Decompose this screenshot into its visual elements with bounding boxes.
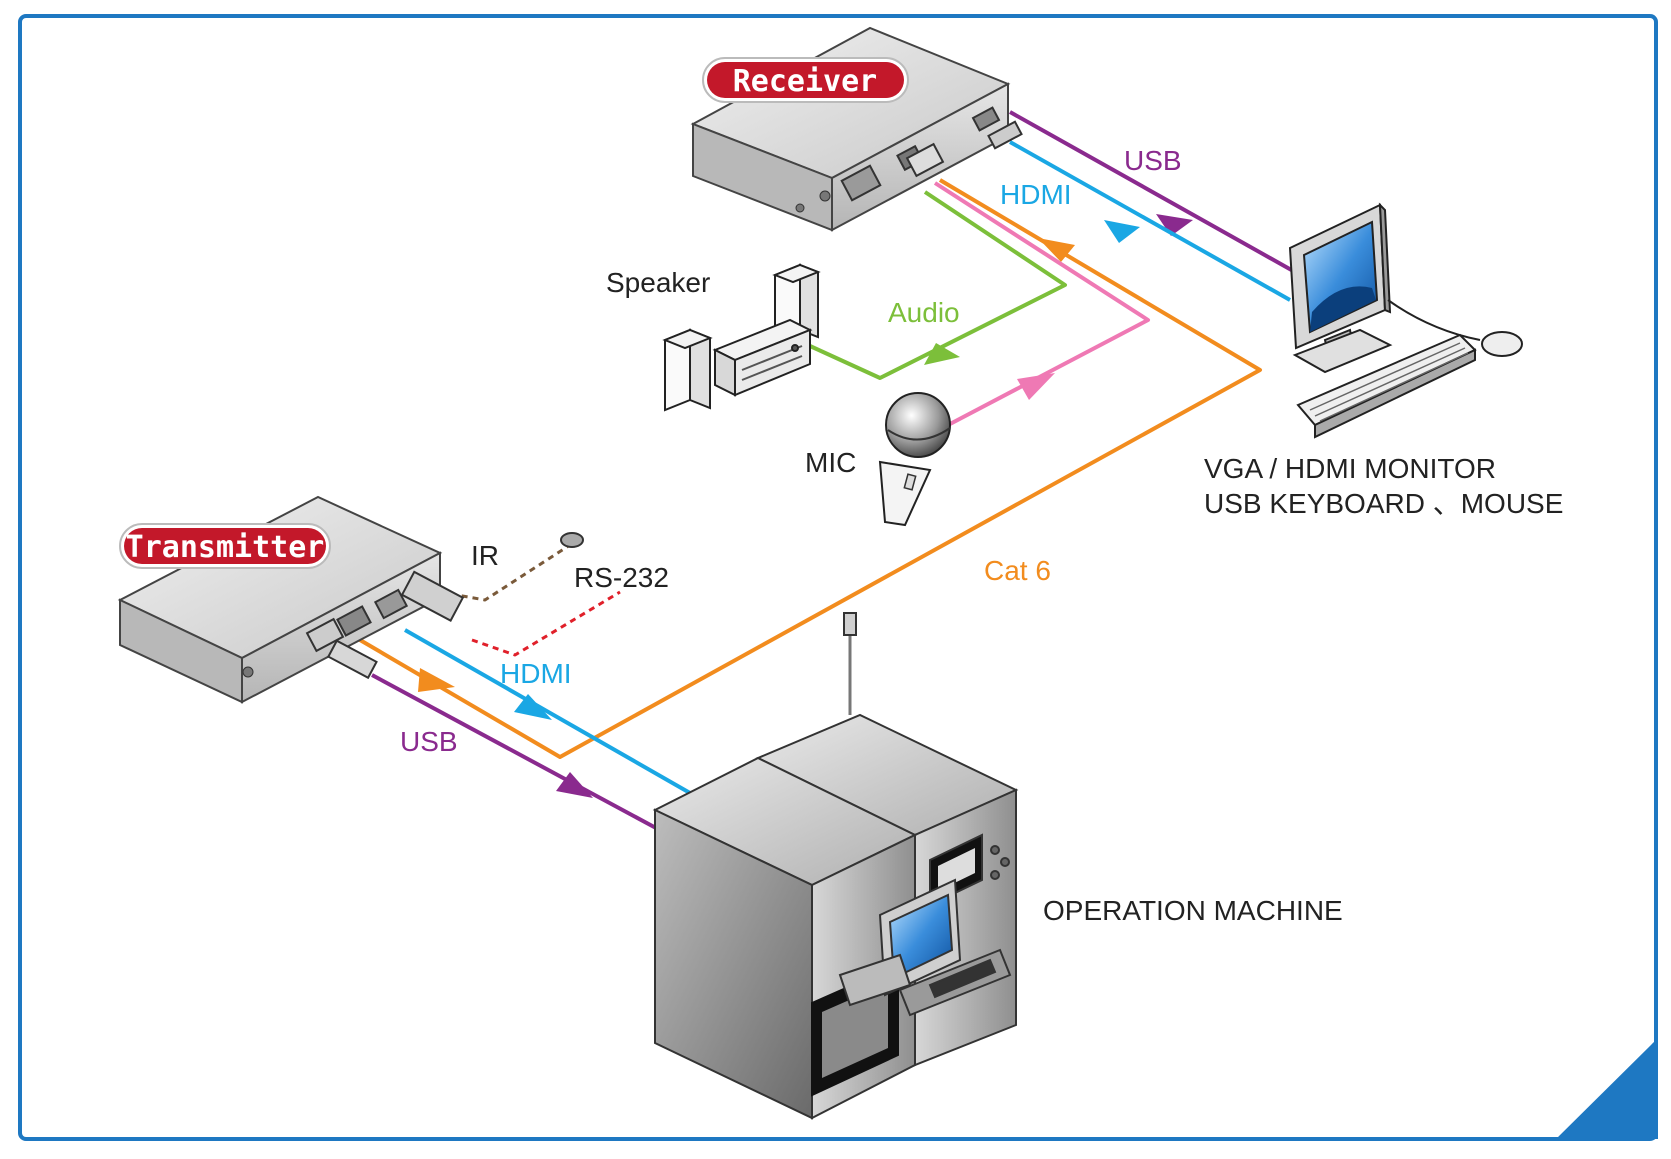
audio-arrow — [924, 343, 960, 365]
mouse — [1481, 331, 1523, 357]
mic-cable — [933, 181, 1150, 426]
usb-bottom-label: USB — [400, 726, 458, 757]
mic-label: MIC — [805, 447, 856, 478]
hdmi-top-label: HDMI — [1000, 179, 1072, 210]
hdmi-top-arrow — [1104, 220, 1140, 243]
cat6-cable — [358, 178, 1262, 759]
speaker-set — [662, 263, 821, 412]
usb-cable-bottom — [371, 673, 657, 830]
ir-sensor — [560, 532, 584, 548]
rs232-cable — [471, 590, 621, 657]
hdmi-cable-bottom — [404, 628, 691, 795]
rs232-label: RS-232 — [574, 562, 669, 593]
corner-accent — [1556, 1038, 1658, 1139]
hdmi-bottom-label: HDMI — [500, 658, 572, 689]
keyboard — [1296, 333, 1477, 439]
cat6-bottom-arrow — [418, 668, 455, 692]
operation-machine-label: OPERATION MACHINE — [1043, 895, 1343, 926]
monitor — [1288, 202, 1393, 374]
receiver-badge: Receiver — [702, 57, 909, 103]
transmitter-label: Transmitter — [126, 530, 325, 565]
usb-bottom-arrow — [556, 772, 593, 798]
operation-machine — [652, 612, 1019, 1120]
diagram-frame — [18, 14, 1658, 1141]
mic-arrow — [1017, 373, 1055, 400]
transmitter-device — [117, 495, 465, 704]
usb-top-arrow — [1156, 214, 1193, 236]
receiver-label: Receiver — [733, 64, 878, 99]
cat6-label: Cat 6 — [984, 555, 1051, 586]
mouse-cable — [1387, 299, 1481, 341]
hdmi-bottom-arrow — [514, 694, 552, 720]
speaker-label: Speaker — [606, 267, 710, 298]
transmitter-badge: Transmitter — [119, 523, 331, 569]
cables — [358, 110, 1296, 830]
microphone — [878, 392, 951, 527]
ir-label: IR — [471, 540, 499, 571]
cat6-top-arrow — [1038, 238, 1075, 262]
monitor-label-line1: VGA / HDMI MONITOR — [1204, 453, 1496, 484]
audio-cable — [809, 190, 1067, 380]
ir-cable — [439, 543, 571, 602]
monitor-label-line2: USB KEYBOARD 、MOUSE — [1204, 488, 1563, 519]
usb-cable-top — [1009, 110, 1296, 274]
hdmi-cable-top — [1009, 140, 1291, 302]
usb-top-label: USB — [1124, 145, 1182, 176]
audio-label: Audio — [888, 297, 960, 328]
